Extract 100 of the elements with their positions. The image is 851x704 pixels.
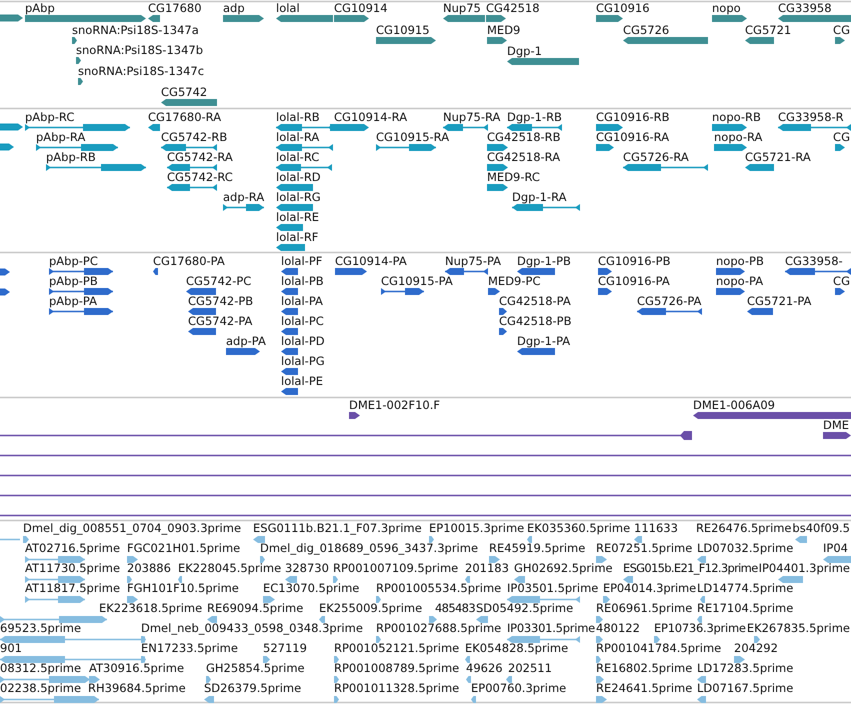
feature-label: Nup75-PA: [445, 254, 502, 268]
feature-label: CG5726-PA: [637, 294, 702, 308]
feature-label: CG17680-RA: [148, 110, 222, 124]
feature-label: RP001011328.5prime: [334, 681, 460, 695]
feature-label: lolal-PD: [281, 334, 325, 348]
feature-label: CG5742-PC: [186, 274, 252, 288]
feature-label: 480122: [596, 621, 640, 635]
feature-label: EK223618.5prime: [99, 601, 202, 615]
feature-label: CG17680: [148, 1, 202, 15]
feature-label: nopo-RB: [712, 110, 761, 124]
feature-label: RP001041784.5prime: [596, 641, 722, 655]
feature-label: EK228045.5prime: [178, 561, 282, 575]
feature-label: CG10916-RA: [596, 130, 670, 144]
feature-label: RE07251.5prime: [596, 541, 692, 555]
feature-label: lolal-RF: [276, 230, 318, 244]
feature-label: IP04: [823, 541, 848, 555]
feature-label: CG5726: [623, 23, 670, 37]
feature-label: 69523.5prime: [0, 621, 82, 635]
feature-label: EP04014.3prime: [603, 581, 696, 595]
feature-label: SD05492.5prime: [476, 601, 574, 615]
feature-label: CG10916-PA: [598, 274, 670, 288]
feature-label: CG5742: [161, 85, 208, 99]
feature-label: CG17680-PA: [153, 254, 225, 268]
feature-label: LD14774.5prime: [697, 581, 794, 595]
feature-label: CG5721-RA: [745, 150, 811, 164]
feature-label: DME: [823, 418, 850, 432]
feature-label: lolal: [276, 1, 300, 15]
feature-label: DME1-006A09: [693, 398, 775, 412]
feature-label: CG5721-PA: [747, 294, 812, 308]
feature-label: CG42518-PB: [499, 314, 572, 328]
feature-label: snoRNA:Psi18S-1347b: [76, 43, 204, 57]
feature-label: Nup75: [443, 1, 481, 15]
feature-label: AT11730.5prime: [25, 561, 120, 575]
feature-label: lolal-PF: [281, 254, 322, 268]
feature-label: pAbp-PA: [49, 294, 97, 308]
feature-label: adp-PA: [226, 334, 266, 348]
feature-label: pAbp-PC: [49, 254, 98, 268]
feature-label: adp-RA: [223, 190, 264, 204]
feature-label: 49626: [466, 661, 503, 675]
feature-label: CG10915: [376, 23, 430, 37]
feature-label: pAbp: [25, 1, 55, 15]
feature-label: RP001005534.5prime: [376, 581, 502, 595]
feature-label: 328730: [285, 561, 329, 575]
feature-label: CG42518: [486, 1, 540, 15]
feature-label: ESG0111b.B21.1_F07.3prime: [253, 521, 422, 535]
feature-label: bs40f09.5: [792, 521, 850, 535]
feature-label: CG42518-RB: [487, 130, 561, 144]
feature-label: 485483: [435, 601, 475, 615]
feature-label: CG10916: [596, 1, 650, 15]
feature-label: LD07167.5prime: [697, 681, 794, 695]
feature-label: lolal-RD: [276, 170, 321, 184]
feature-label: pAbp-RC: [25, 110, 74, 124]
feature-label: RP001052121.5prime: [334, 641, 460, 655]
feature-label: AT11817.5prime: [25, 581, 120, 595]
feature-label: RE26476.5prime: [696, 521, 792, 535]
feature-label: GH25854.5prime: [206, 661, 305, 675]
feature-label: Dgp-1-RA: [512, 190, 566, 204]
feature-label: ESG015b.E21_F12.3prime: [623, 561, 758, 575]
feature-label: lolal-RA: [276, 130, 320, 144]
feature-label: CG42518-PA: [499, 294, 571, 308]
feature-label: CG10915-PA: [381, 274, 453, 288]
feature-label: CG10916-PB: [598, 254, 670, 268]
feature-label: pAbp-RA: [36, 130, 86, 144]
feature-label: CG33958-R: [778, 110, 844, 124]
feature-label: nopo: [712, 1, 741, 15]
feature-label: lolal-PG: [281, 354, 325, 368]
feature-label: EK267835.5prime: [746, 621, 850, 635]
feature-label: RP001008789.5prime: [334, 661, 460, 675]
feature-label: lolal-PA: [281, 294, 323, 308]
feature-label: snoRNA:Psi18S-1347a: [72, 23, 199, 37]
feature-label: 204292: [734, 641, 778, 655]
feature-label: 201183: [465, 561, 509, 575]
feature-label: EP10015.3prime: [429, 521, 524, 535]
feature-label: 111633: [634, 521, 678, 535]
feature-label: AT30916.5prime: [89, 661, 184, 675]
feature-label: CG42518-RA: [487, 150, 560, 164]
feature-label: 527119: [263, 641, 307, 655]
feature-label: Dgp-1-RB: [507, 110, 562, 124]
feature-label: nopo-PA: [716, 274, 764, 288]
feature-label: lolal-RB: [276, 110, 320, 124]
feature-label: RE17104.5prime: [697, 601, 794, 615]
feature-label: 02238.5prime: [0, 681, 82, 695]
feature-label: EK054828.5prime: [465, 641, 568, 655]
feature-label: CG10916-RB: [596, 110, 670, 124]
feature-label: SD26379.5prime: [204, 681, 302, 695]
feature-label: CG: [833, 23, 850, 37]
feature-label: IP04401.3prime: [758, 561, 850, 575]
feature-label: CG5721: [745, 23, 792, 37]
feature-label: DME1-002F10.F: [349, 398, 440, 412]
feature-label: CG33958-: [785, 254, 843, 268]
feature-label: CG: [833, 274, 850, 288]
feature-label: nopo-RA: [714, 130, 762, 144]
feature-label: Dgp-1-PB: [517, 254, 571, 268]
feature-label: EN17233.5prime: [141, 641, 238, 655]
feature-label: FGH101F10.5prime: [127, 581, 239, 595]
feature-label: RH39684.5prime: [88, 681, 186, 695]
feature-label: lolal-PB: [281, 274, 324, 288]
feature-label: CG5726-RA: [623, 150, 689, 164]
feature-label: lolal-RG: [276, 190, 321, 204]
feature-label: Nup75-RA: [443, 110, 500, 124]
